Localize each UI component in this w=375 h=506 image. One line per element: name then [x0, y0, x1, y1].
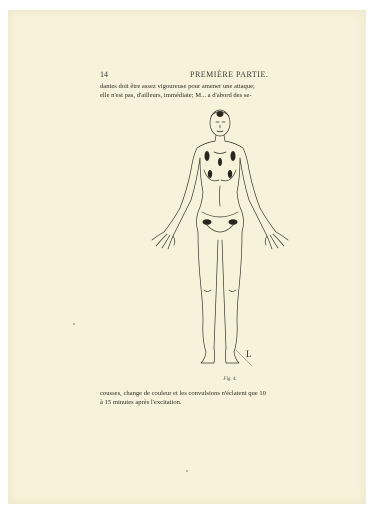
- figure-right-leg-inner: [214, 240, 218, 348]
- figure-torso-right: [197, 158, 204, 232]
- figure-clavicle: [214, 152, 226, 154]
- running-header: 14 PREMIÈRE PARTIE.: [100, 70, 330, 82]
- spot-head: [217, 111, 224, 117]
- figure-face: [216, 122, 225, 132]
- text-line: elle n'est pas, d'ailleurs, immédiate; M…: [100, 91, 332, 100]
- spot-ovary-right: [203, 219, 212, 225]
- figure-letter: L: [246, 349, 252, 359]
- figure-right-leg: [198, 232, 215, 363]
- figure-right-arm-inner: [173, 158, 200, 236]
- body-text-bottom: cousses, change de couleur et les convul…: [100, 389, 332, 407]
- figure-knees: [204, 290, 236, 292]
- spot-sternum: [218, 158, 222, 166]
- spot-chest-left-upper: [231, 151, 236, 161]
- running-title: PREMIÈRE PARTIE.: [190, 70, 268, 79]
- figure-left-arm-inner: [240, 158, 267, 236]
- text-line: dantes doit être assez vigoureuse pour a…: [100, 82, 332, 91]
- spot-ovary-left: [229, 219, 238, 225]
- anatomical-figure: [140, 100, 300, 375]
- figure-right-hand: [152, 232, 175, 249]
- figure-groin: [206, 224, 234, 232]
- text-line: à 15 minutes après l'excitation.: [100, 398, 332, 407]
- spot-breast-right: [208, 170, 212, 178]
- body-text-top: dantes doit être assez vigoureuse pour a…: [100, 82, 332, 100]
- figure-caption: Fig. 4.: [215, 377, 245, 382]
- text-line: cousses, change de couleur et les convul…: [100, 389, 332, 398]
- spot-chest-right-upper: [205, 151, 210, 161]
- figure-left-hand: [265, 232, 288, 249]
- figure-left-leg-inner: [222, 240, 226, 348]
- spot-breast-left: [228, 170, 232, 178]
- figure-torso-left: [237, 158, 244, 232]
- figure-hip-line: [202, 212, 238, 217]
- page-number: 14: [100, 70, 108, 79]
- paper-speck: [73, 323, 75, 325]
- figure-abdomen-line: [220, 186, 221, 206]
- paper-speck: [186, 470, 188, 472]
- figure-left-leg: [226, 232, 243, 363]
